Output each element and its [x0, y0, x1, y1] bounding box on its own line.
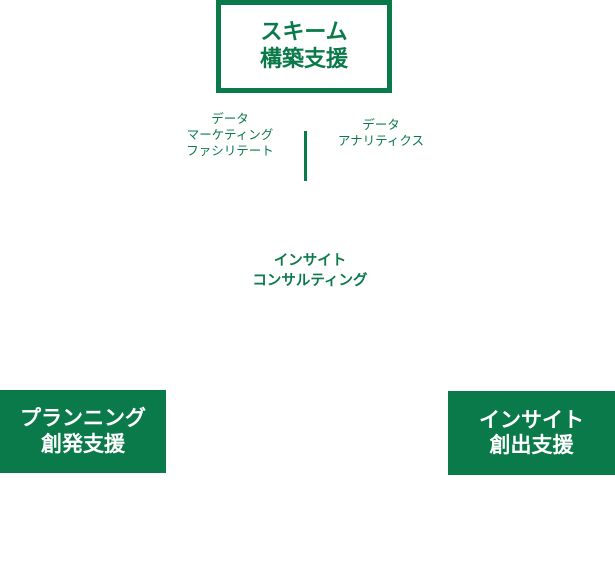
insight-creation-support-box: インサイト 創出支援 — [448, 391, 615, 475]
insight-consulting-center-label: インサイト コンサルティング — [220, 251, 400, 291]
center-line1: インサイト — [273, 253, 347, 269]
scheme-building-support-box: スキーム 構築支援 — [216, 0, 392, 93]
vertical-divider — [304, 131, 307, 181]
left-box-line2: 創発支援 — [41, 431, 125, 456]
planning-emergence-support-box: プランニング 創発支援 — [0, 390, 166, 473]
scheme-box-line1: スキーム — [260, 20, 348, 46]
center-line2: コンサルティング — [252, 273, 368, 289]
left-box-line1: プランニング — [20, 406, 146, 431]
left-label-line2: マーケティング — [186, 127, 274, 142]
scheme-box-line2: 構築支援 — [259, 46, 348, 72]
left-label-line3: ファシリテート — [186, 143, 274, 158]
right-label-line2: アナリティクス — [337, 133, 425, 148]
data-analytics-label: データ アナリティクス — [326, 117, 436, 149]
right-label-line1: データ — [362, 117, 400, 132]
right-box-line1: インサイト — [479, 407, 584, 432]
data-marketing-facilitate-label: データ マーケティング ファシリテート — [172, 111, 288, 159]
left-label-line1: データ — [211, 111, 249, 126]
right-box-line2: 創出支援 — [489, 433, 574, 457]
